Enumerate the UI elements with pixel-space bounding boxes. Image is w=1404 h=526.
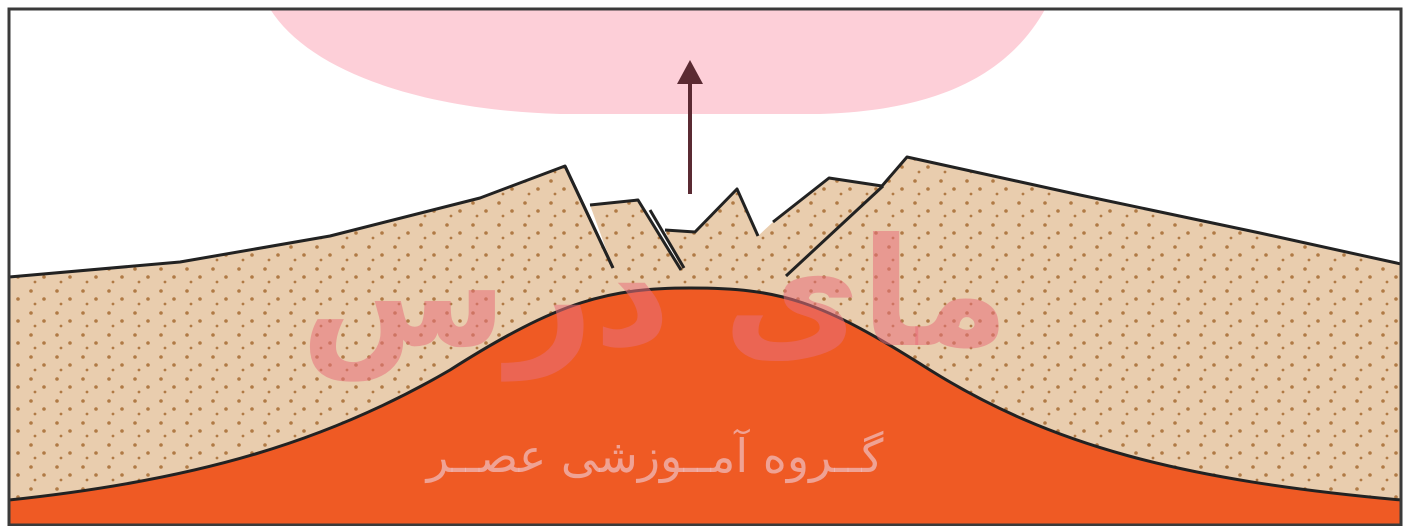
watermark-subtitle: گــروه آمــوزشی عصــر — [425, 429, 884, 484]
watermark-title: مای درس — [300, 207, 1009, 382]
